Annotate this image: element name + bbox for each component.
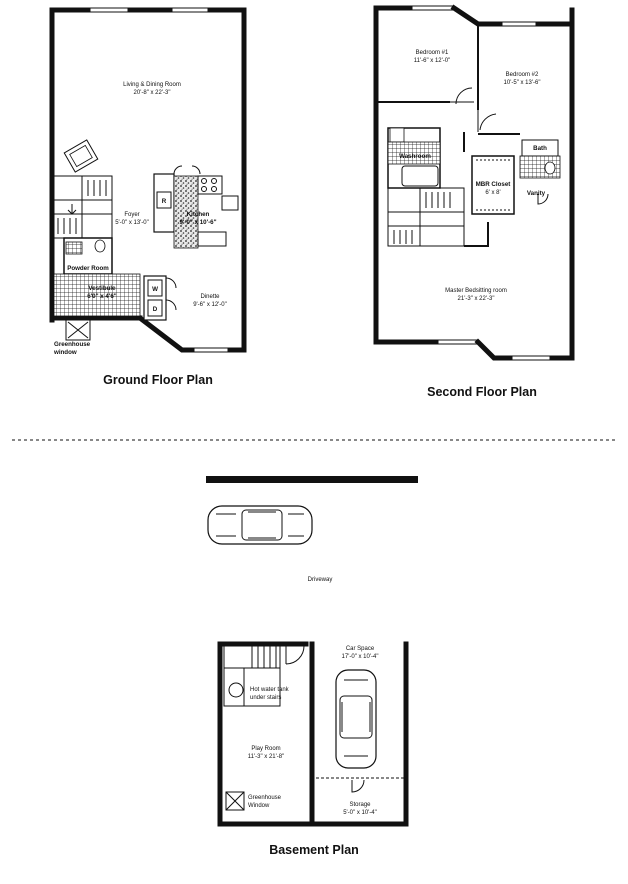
dryer-icon (147, 299, 163, 317)
fridge-icon (156, 191, 172, 209)
second-stairs (387, 187, 465, 247)
bed1-dim: 11'-6" x 12'-0" (414, 58, 450, 64)
master-partition (464, 222, 489, 247)
bedroom-partitions (376, 24, 520, 152)
foyer-name: Foyer (124, 212, 139, 218)
bed2-name: Bedroom #2 (506, 72, 539, 78)
kitchen-door-icon (173, 165, 201, 175)
washroom-label: Washroom (399, 153, 431, 160)
top-window (88, 7, 210, 13)
storage-door-icon (351, 779, 365, 793)
vestibule-name: Vestibule (88, 285, 116, 292)
dinette-dim: 9'-6" x 12'-0" (193, 302, 227, 308)
vanity-label: Vanity (527, 190, 546, 197)
water-tank-icon (228, 682, 244, 698)
hot-water-label-1: Hot water tank (250, 687, 290, 693)
driveway-label: Driveway (308, 577, 333, 583)
master-dim: 21'-3" x 22'-3" (458, 296, 495, 302)
master-name: Master Bedsitting room (445, 288, 507, 294)
storage-name: Storage (349, 802, 371, 808)
ground-floor-plan: Living & Dining Room 20'-8" x 22'-3" Foy… (49, 7, 247, 387)
master-window-2 (510, 355, 552, 361)
dinette-name: Dinette (200, 294, 220, 300)
bed1-door-icon (450, 87, 474, 105)
dinette-window (192, 347, 230, 353)
car-space-dim: 17'-0" x 10'-4" (342, 654, 379, 660)
powder-sink-icon (65, 241, 83, 255)
basement-plan: Car Space 17'-0" x 10'-4" Hot water tank… (217, 641, 409, 857)
kitchen-name: Kitchen (187, 211, 210, 218)
greenhouse-window-icon (67, 321, 89, 339)
mbr-closet-walls (471, 155, 515, 215)
play-room-name: Play Room (251, 746, 280, 752)
laundry-door-icon (165, 277, 177, 311)
bed1-window (410, 5, 454, 11)
fridge-label: R (162, 198, 167, 205)
mbr-closet-dim: 6' x 8' (485, 190, 500, 196)
bath-toilet-icon (544, 161, 556, 175)
washroom-tiles (387, 141, 441, 165)
basement-greenhouse-label-2: Window (248, 803, 270, 809)
dryer-label: D (153, 306, 158, 313)
second-top-wall (373, 4, 575, 27)
stove-icon (197, 175, 223, 195)
master-window-1 (436, 339, 478, 345)
toilet-icon (94, 239, 106, 253)
washer-icon (147, 279, 163, 297)
mbr-closet-name: MBR Closet (476, 181, 511, 188)
bed1-name: Bedroom #1 (416, 50, 449, 56)
basement-stairs (223, 645, 281, 707)
parked-car-icon (335, 669, 377, 769)
basement-door-icon (285, 644, 305, 665)
car-icon (207, 505, 313, 545)
foyer-dim: 5'-0" x 13'-0" (115, 220, 149, 226)
hot-water-label-2: under stairs (250, 695, 281, 701)
bed2-door-icon (477, 110, 497, 132)
armchair-icon (63, 139, 99, 173)
greenhouse-label-2: window (53, 349, 77, 356)
living-room-name: Living & Dining Room (123, 82, 181, 88)
powder-room-label: Powder Room (67, 265, 109, 272)
bathtub-icon (401, 165, 439, 187)
basement-title: Basement Plan (269, 843, 359, 857)
driveway-edge (206, 476, 418, 483)
washer-label: W (152, 286, 158, 293)
greenhouse-window-frame (65, 320, 91, 341)
living-room-dim: 20'-8" x 22'-3" (134, 90, 171, 96)
closet-rods (476, 159, 510, 211)
kitchen-floor (173, 175, 199, 249)
second-floor-title: Second Floor Plan (427, 385, 537, 399)
second-bottom-wall (373, 338, 575, 361)
kitchen-sink-icon (221, 195, 239, 211)
play-room-dim: 11'-3" x 21'-8" (248, 754, 284, 760)
storage-dim: 5'-0" x 10'-4" (343, 810, 377, 816)
vestibule-tiles (53, 273, 141, 317)
driveway-section: Driveway (206, 476, 418, 583)
basement-greenhouse-label-1: Greenhouse (248, 795, 282, 801)
ground-floor-title: Ground Floor Plan (103, 373, 213, 387)
vestibule-dim: 6'0" x 4'6" (87, 293, 117, 300)
car-space-name: Car Space (346, 646, 375, 652)
bed2-dim: 10'-5" x 13'-6" (504, 80, 541, 86)
second-floor-plan: Bedroom #1 11'-6" x 12'-0" Bedroom #2 10… (373, 4, 575, 399)
kitchen-dim: 9'-0" x 10'-6" (179, 219, 216, 226)
bed2-window (500, 21, 538, 27)
ground-stairs (51, 175, 113, 239)
greenhouse-label-1: Greenhouse (54, 341, 91, 348)
bath-label: Bath (533, 145, 547, 152)
kitchen-island (197, 231, 227, 247)
washroom-toilet-icon (389, 127, 405, 143)
vanity-door-icon (537, 193, 549, 205)
